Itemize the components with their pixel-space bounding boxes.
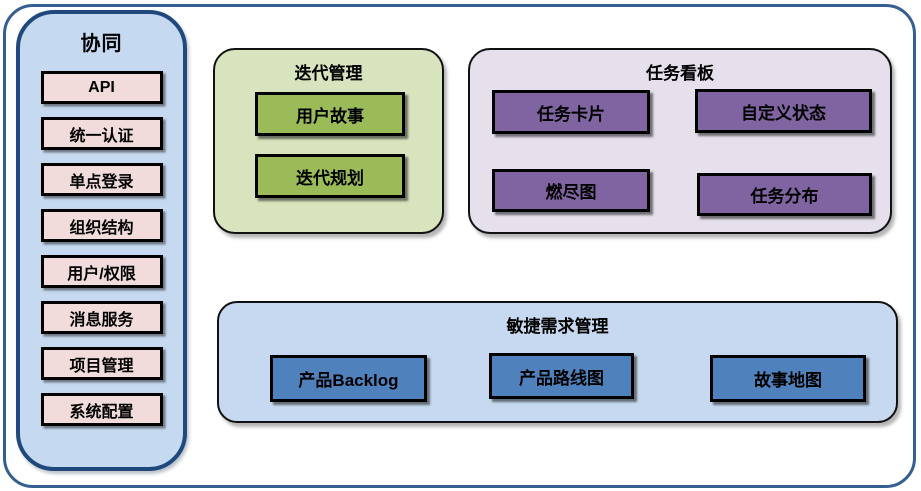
item-product-backlog: 产品Backlog: [270, 355, 427, 402]
item-iteration-planning: 迭代规划: [255, 154, 405, 198]
sidebar-item-org-structure: 组织结构: [40, 209, 163, 242]
item-task-card: 任务卡片: [492, 90, 650, 134]
sidebar-item-user-permission: 用户/权限: [40, 255, 163, 288]
sidebar-title: 协同: [80, 33, 123, 55]
group-iteration-title: 迭代管理: [294, 64, 363, 83]
group-agile-requirement-management: 敏捷需求管理 产品Backlog 产品路线图 故事地图: [217, 301, 898, 423]
sidebar-item-sso: 单点登录: [40, 163, 163, 196]
item-user-story: 用户故事: [255, 92, 405, 136]
sidebar-item-message-service: 消息服务: [40, 301, 163, 334]
sidebar-item-list: API 统一认证 单点登录 组织结构 用户/权限 消息服务 项目管理 系统配置: [20, 71, 183, 426]
group-kanban-title: 任务看板: [646, 64, 714, 83]
item-product-roadmap: 产品路线图: [489, 353, 634, 399]
item-burndown-chart: 燃尽图: [492, 169, 650, 212]
sidebar-collaboration-group: 协同 API 统一认证 单点登录 组织结构 用户/权限 消息服务 项目管理 系统…: [16, 10, 187, 471]
sidebar-item-unified-auth: 统一认证: [40, 117, 163, 150]
item-story-map: 故事地图: [710, 355, 866, 402]
group-iteration-management: 迭代管理 用户故事 迭代规划: [213, 48, 444, 234]
group-agile-title: 敏捷需求管理: [506, 317, 609, 336]
item-task-distribution: 任务分布: [697, 173, 872, 216]
item-custom-status: 自定义状态: [695, 89, 872, 133]
group-task-board: 任务看板 任务卡片 自定义状态 燃尽图 任务分布: [468, 48, 892, 234]
sidebar-item-api: API: [40, 71, 163, 104]
sidebar-item-project-management: 项目管理: [40, 347, 163, 380]
outer-frame: [3, 4, 916, 488]
sidebar-item-system-config: 系统配置: [40, 393, 163, 426]
